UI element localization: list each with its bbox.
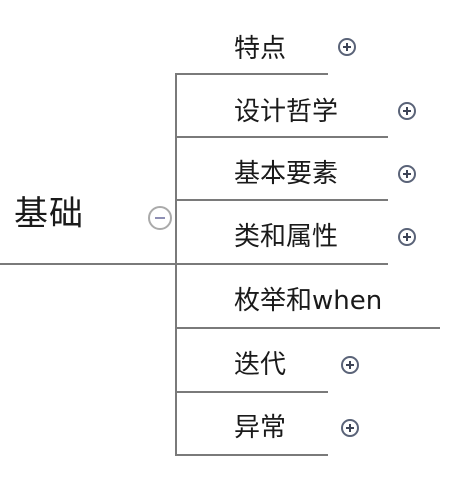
branch-underline-2 <box>175 136 388 138</box>
branch-underline-7 <box>175 454 328 456</box>
branch-expand-toggle-6[interactable] <box>341 356 359 374</box>
branch-label-4[interactable]: 类和属性 <box>234 222 339 252</box>
branch-underline-4 <box>175 263 388 265</box>
branch-underline-6 <box>175 391 328 393</box>
branch-underline-1 <box>175 73 328 75</box>
root-node-label[interactable]: 基础 <box>14 194 84 234</box>
minus-circle-icon <box>155 217 165 219</box>
plus-circle-icon-v <box>406 170 408 178</box>
branch-label-1[interactable]: 特点 <box>234 34 287 64</box>
branch-underline-3 <box>175 199 388 201</box>
plus-circle-icon-v <box>406 107 408 115</box>
branch-expand-toggle-4[interactable] <box>398 228 416 246</box>
plus-circle-icon-v <box>349 424 351 432</box>
branch-expand-toggle-1[interactable] <box>338 38 356 56</box>
branch-label-2[interactable]: 设计哲学 <box>234 97 339 127</box>
plus-circle-icon-v <box>346 43 348 51</box>
plus-circle-icon-v <box>349 361 351 369</box>
root-underline <box>0 263 176 265</box>
branch-expand-toggle-3[interactable] <box>398 165 416 183</box>
root-collapse-toggle[interactable] <box>148 206 172 230</box>
branch-label-6[interactable]: 迭代 <box>234 350 287 380</box>
branch-label-7[interactable]: 异常 <box>234 413 287 443</box>
branch-expand-toggle-7[interactable] <box>341 419 359 437</box>
branch-label-3[interactable]: 基本要素 <box>234 159 339 189</box>
branch-underline-5 <box>175 327 440 329</box>
plus-circle-icon-v <box>406 233 408 241</box>
branch-expand-toggle-2[interactable] <box>398 102 416 120</box>
branch-label-5[interactable]: 枚举和when <box>234 286 383 316</box>
